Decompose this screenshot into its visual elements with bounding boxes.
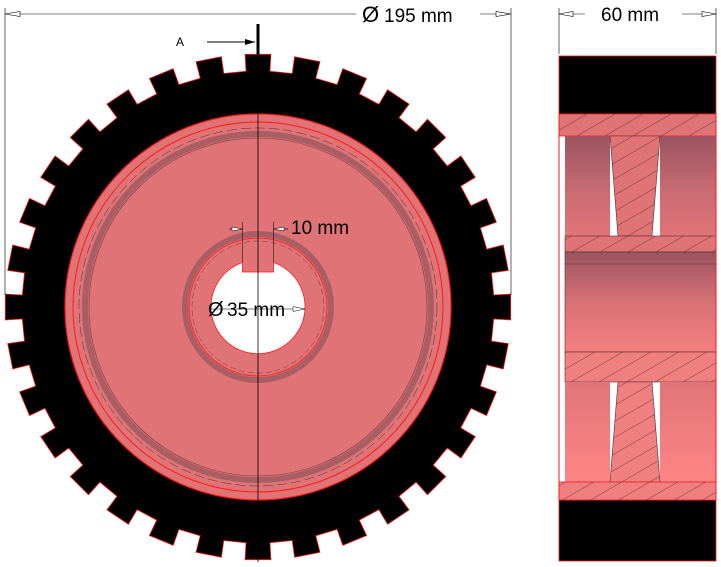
diameter-symbol: Ø bbox=[362, 2, 379, 27]
tread-bottom bbox=[558, 499, 717, 562]
hub-rim-upper-hatch bbox=[559, 114, 716, 136]
outer-diameter-label: 195 mm bbox=[384, 6, 453, 27]
width-arrow-left bbox=[558, 11, 574, 17]
hub-web-left-upper bbox=[565, 136, 610, 236]
bore-surface bbox=[564, 251, 717, 353]
width-arrow-right bbox=[701, 11, 717, 17]
bore-arrow bbox=[292, 306, 306, 312]
hub-boss-upper-hatch bbox=[565, 236, 716, 252]
spoke-lower-hatch bbox=[610, 382, 660, 482]
diameter-arrow-right bbox=[495, 11, 512, 17]
keyway-arrow-right bbox=[273, 226, 285, 232]
hub-rim-lower-hatch bbox=[559, 482, 716, 500]
section-marker-label: A bbox=[176, 35, 184, 49]
bore-diameter-symbol: Ø bbox=[208, 299, 224, 321]
spoke-upper-hatch bbox=[610, 136, 660, 236]
front-view: A Ø 195 mm 10 mm Ø 35 mm bbox=[4, 2, 512, 562]
tread-top bbox=[558, 55, 717, 115]
hub-web-right-upper bbox=[660, 136, 716, 236]
keyway-arrow-left bbox=[231, 226, 243, 232]
side-section-view: 60 mm bbox=[558, 5, 717, 562]
hub-boss-lower-hatch bbox=[565, 352, 716, 382]
hub-web-right-lower bbox=[660, 382, 716, 482]
width-label: 60 mm bbox=[601, 5, 659, 26]
bore-diameter-label: 35 mm bbox=[227, 300, 285, 321]
diameter-arrow-left bbox=[4, 11, 21, 17]
hub-web-left-lower bbox=[565, 382, 610, 482]
keyway-width-label: 10 mm bbox=[291, 218, 349, 239]
